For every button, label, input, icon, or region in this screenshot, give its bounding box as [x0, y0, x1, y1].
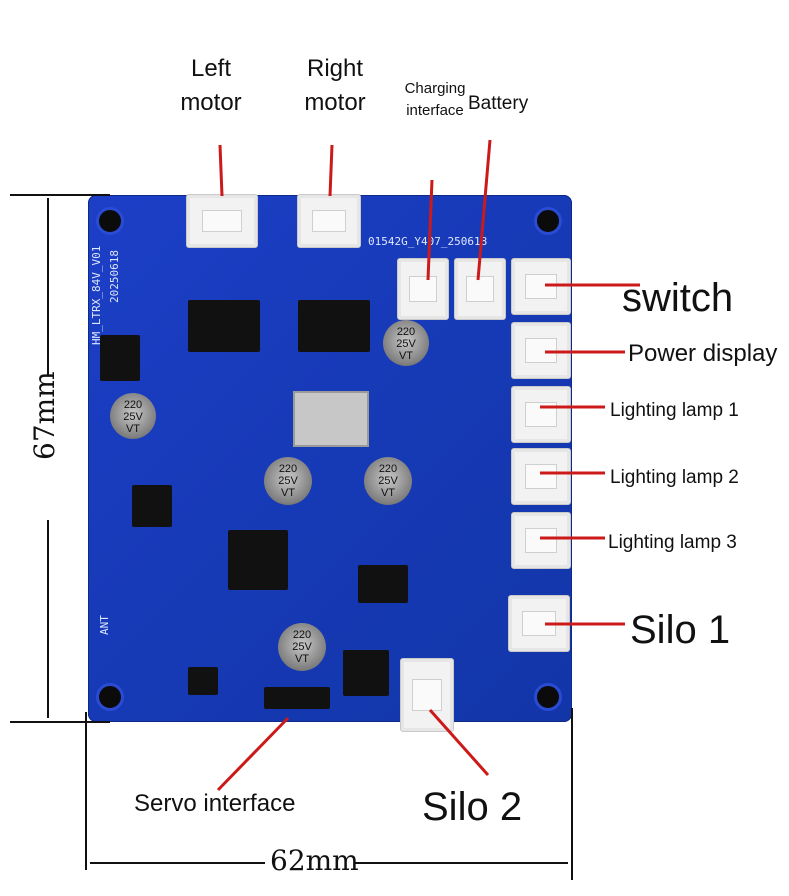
label-lighting-lamp-1: Lighting lamp 1: [610, 400, 739, 421]
label-lighting-lamp-2: Lighting lamp 2: [610, 467, 739, 488]
bottom-regulator: [343, 650, 389, 696]
label-silo-2: Silo 2: [422, 785, 523, 829]
mount-hole-top-left: [96, 207, 124, 235]
silk-top-code: 01542G_Y407_250618: [368, 235, 488, 248]
connector-battery: [454, 258, 506, 320]
mosfet-ic: [358, 565, 408, 603]
connector-left-motor: [186, 194, 258, 248]
connector-lamp-2: [511, 448, 571, 505]
label-switch: switch: [622, 276, 734, 320]
mount-hole-bottom-left: [96, 683, 124, 711]
label-servo-interface: Servo interface: [134, 790, 296, 817]
connector-charging: [397, 258, 449, 320]
label-left-motor: Left motor: [180, 55, 242, 116]
width-dimension-label: 62mm: [270, 844, 359, 877]
label-lighting-lamp-3: Lighting lamp 3: [608, 532, 737, 553]
connector-lamp-3: [511, 512, 571, 569]
capacitor-left: 220 25V VT: [110, 393, 156, 439]
capacitor-bottom: 220 25V VT: [278, 623, 326, 671]
driver-ic-right: [298, 300, 370, 352]
capacitor-mid-right: 220 25V VT: [364, 457, 412, 505]
connector-power-display: [511, 322, 571, 379]
microcontroller: [228, 530, 288, 590]
mount-hole-bottom-right: [534, 683, 562, 711]
label-charging-interface: Charging interface: [404, 80, 466, 119]
label-battery: Battery: [468, 93, 529, 114]
height-dimension-label: 67mm: [28, 371, 61, 460]
mount-hole-top-right: [534, 207, 562, 235]
connector-silo-2: [400, 658, 454, 732]
small-ic: [132, 485, 172, 527]
driver-ic-left: [188, 300, 260, 352]
label-power-display: Power display: [628, 340, 778, 367]
capacitor-mid-left: 220 25V VT: [264, 457, 312, 505]
label-silo-1: Silo 1: [630, 608, 731, 652]
regulator: [100, 335, 140, 381]
label-right-motor: Right motor: [304, 55, 366, 116]
capacitor-top: 220 25V VT: [383, 320, 429, 366]
antenna-chip: [188, 667, 218, 695]
heatsink-regulator: [293, 391, 369, 447]
servo-header: [264, 687, 330, 709]
connector-right-motor: [297, 194, 361, 248]
